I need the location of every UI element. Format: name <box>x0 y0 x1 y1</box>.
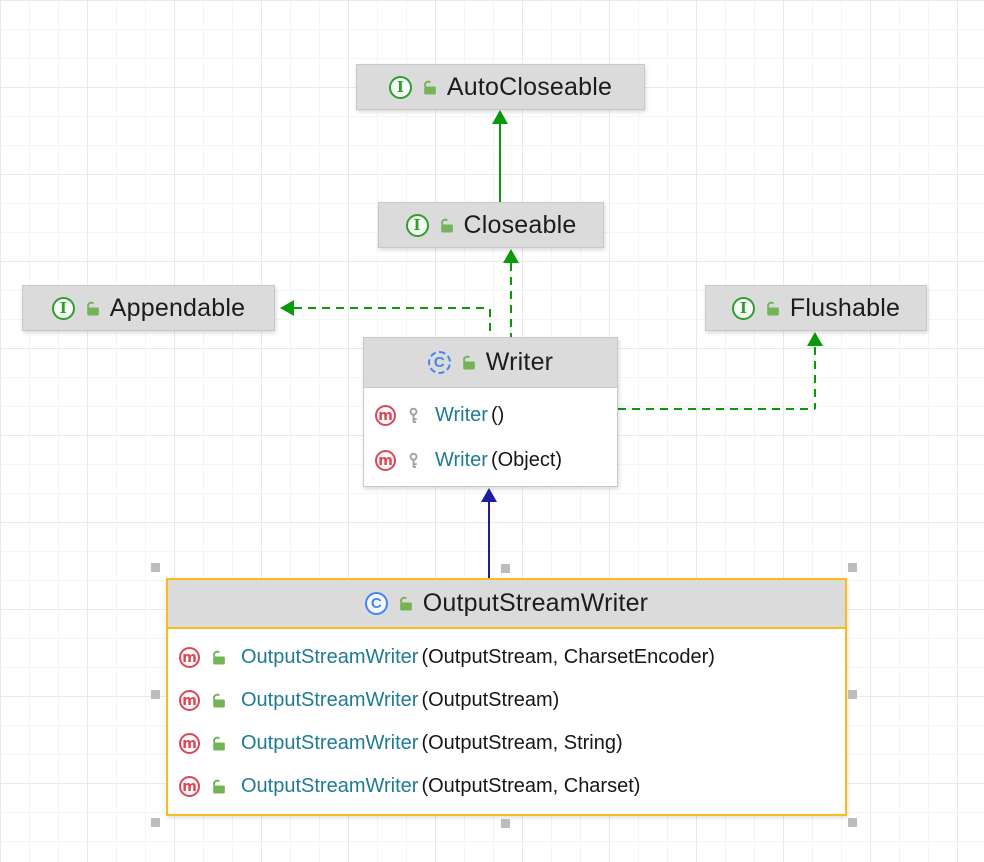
selection-handle-top-right[interactable] <box>848 563 857 572</box>
arrowhead-implements-closeable <box>503 249 519 263</box>
public-unlocked-icon <box>213 693 225 708</box>
method-icon: m <box>375 450 396 471</box>
node-writer-header[interactable]: C Writer <box>364 338 617 388</box>
method-row[interactable]: m Writer() <box>364 393 617 438</box>
node-appendable[interactable]: I Appendable <box>22 285 275 331</box>
selection-handle-top-middle[interactable] <box>501 564 510 573</box>
method-icon-letter: m <box>182 778 197 795</box>
method-name: Writer <box>435 449 488 471</box>
edge-closeable-extends-autocloseable <box>499 122 501 202</box>
method-params: (OutputStream) <box>421 689 560 711</box>
method-name: OutputStreamWriter <box>241 689 419 711</box>
public-unlocked-icon <box>213 779 225 794</box>
edge-writer-implements-appendable-vertical <box>489 309 491 337</box>
selection-handle-middle-right[interactable] <box>848 690 857 699</box>
method-params: (OutputStream, CharsetEncoder) <box>421 646 715 668</box>
node-outputstreamwriter[interactable]: C OutputStreamWriter m OutputStreamWrite… <box>166 578 847 816</box>
public-unlocked-icon <box>462 355 475 370</box>
protected-key-icon <box>409 407 418 424</box>
node-title: Closeable <box>463 210 577 239</box>
method-params: (Object) <box>490 449 563 471</box>
selection-handle-bottom-left[interactable] <box>151 818 160 827</box>
public-unlocked-icon <box>213 736 225 751</box>
method-icon: m <box>179 733 200 754</box>
interface-icon: I <box>405 213 429 237</box>
node-autocloseable[interactable]: I AutoCloseable <box>356 64 645 110</box>
selection-handle-middle-left[interactable] <box>151 690 160 699</box>
method-params: () <box>490 404 505 426</box>
method-icon-letter: m <box>182 692 197 709</box>
node-title: OutputStreamWriter <box>422 589 649 617</box>
public-unlocked-icon <box>440 218 453 233</box>
public-unlocked-icon <box>213 650 225 665</box>
edge-writer-implements-appendable-horizontal <box>294 307 490 309</box>
method-row[interactable]: m OutputStreamWriter(OutputStream, Chars… <box>168 765 845 808</box>
interface-icon-letter: I <box>413 215 421 234</box>
interface-icon: I <box>388 75 412 99</box>
abstract-class-icon: C <box>427 351 451 374</box>
method-icon-letter: m <box>378 452 393 469</box>
node-flushable[interactable]: I Flushable <box>705 285 927 331</box>
interface-icon-letter: I <box>396 77 404 96</box>
arrowhead-extends-writer <box>481 488 497 502</box>
method-icon: m <box>179 647 200 668</box>
interface-icon-letter: I <box>739 298 747 317</box>
interface-icon: I <box>51 296 75 320</box>
method-row[interactable]: m OutputStreamWriter(OutputStream, Chars… <box>168 636 845 679</box>
edge-outputstreamwriter-extends-writer <box>488 502 490 578</box>
node-writer-members: m Writer() m Writer(Object) <box>364 393 617 483</box>
method-icon: m <box>179 690 200 711</box>
method-row[interactable]: m OutputStreamWriter(OutputStream) <box>168 679 845 722</box>
protected-key-icon <box>409 452 418 469</box>
public-unlocked-icon <box>399 596 412 611</box>
method-name: OutputStreamWriter <box>241 775 419 797</box>
arrowhead-implements-appendable <box>280 300 294 316</box>
method-params: (OutputStream, Charset) <box>421 775 641 797</box>
selection-handle-top-left[interactable] <box>151 563 160 572</box>
node-title: Flushable <box>789 293 901 322</box>
public-unlocked-icon <box>766 301 779 316</box>
selection-handle-bottom-right[interactable] <box>848 818 857 827</box>
node-outputstreamwriter-members: m OutputStreamWriter(OutputStream, Chars… <box>168 629 845 808</box>
class-icon-letter: C <box>370 595 382 612</box>
edge-writer-implements-closeable <box>510 263 512 337</box>
public-unlocked-icon <box>423 80 436 95</box>
method-name: OutputStreamWriter <box>241 732 419 754</box>
edge-writer-implements-flushable-vertical <box>814 347 816 409</box>
node-outputstreamwriter-header[interactable]: C OutputStreamWriter <box>168 580 845 629</box>
node-closeable[interactable]: I Closeable <box>378 202 604 248</box>
arrowhead-implements-flushable <box>807 332 823 346</box>
method-name: Writer <box>435 404 488 426</box>
edge-writer-implements-flushable-horizontal <box>618 408 815 410</box>
node-title: Writer <box>485 348 554 376</box>
method-icon: m <box>179 776 200 797</box>
method-icon-letter: m <box>182 649 197 666</box>
selection-handle-bottom-middle[interactable] <box>501 819 510 828</box>
method-params: (OutputStream, String) <box>421 732 623 754</box>
class-icon: C <box>364 592 388 615</box>
node-title: AutoCloseable <box>446 72 613 101</box>
interface-icon: I <box>731 296 755 320</box>
method-row[interactable]: m Writer(Object) <box>364 438 617 483</box>
interface-icon-letter: I <box>59 298 67 317</box>
class-icon-letter: C <box>433 354 445 371</box>
node-title: Appendable <box>109 293 246 322</box>
method-row[interactable]: m OutputStreamWriter(OutputStream, Strin… <box>168 722 845 765</box>
method-icon-letter: m <box>182 735 197 752</box>
node-writer[interactable]: C Writer m Writer() m Writer(Object) <box>363 337 618 487</box>
method-icon-letter: m <box>378 407 393 424</box>
method-name: OutputStreamWriter <box>241 646 419 668</box>
public-unlocked-icon <box>86 301 99 316</box>
arrowhead-extends-autocloseable <box>492 110 508 124</box>
method-icon: m <box>375 405 396 426</box>
